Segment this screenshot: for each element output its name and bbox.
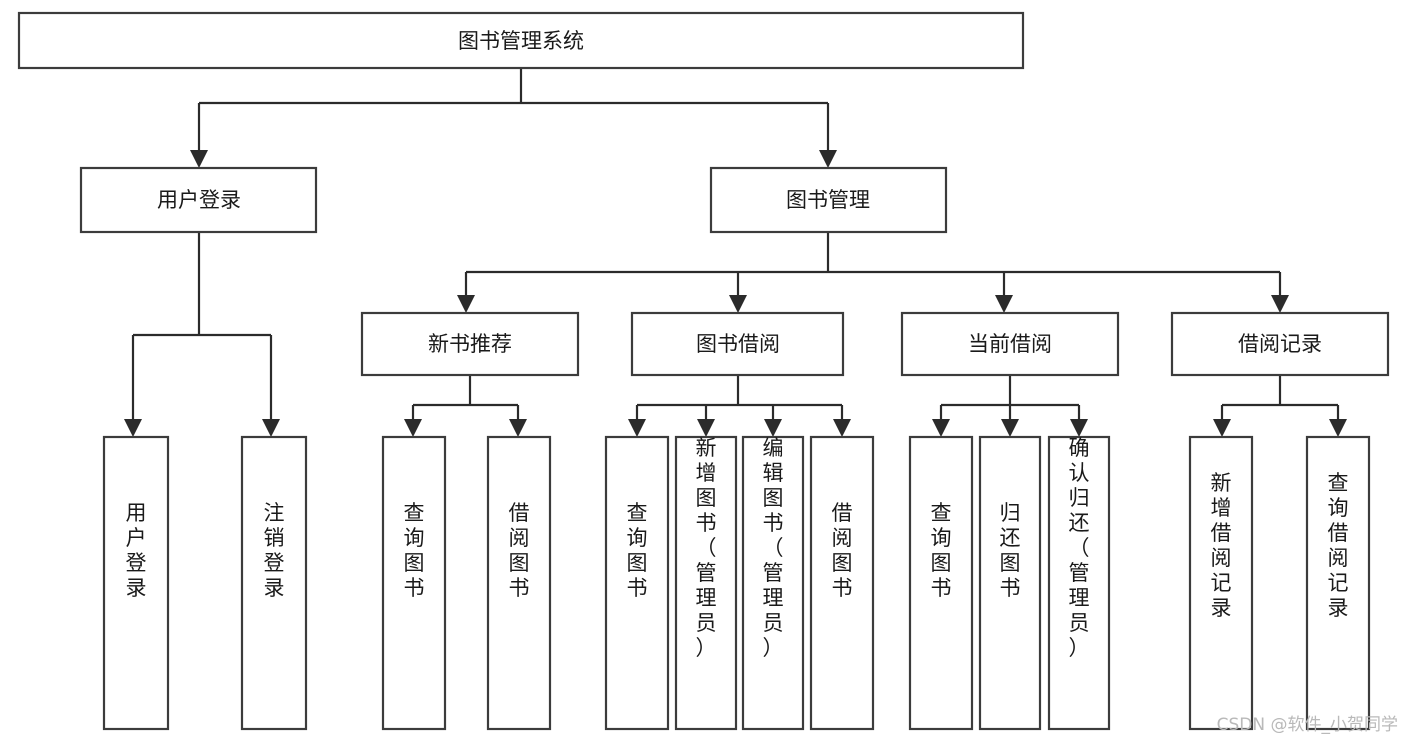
node-leaf-user-login-label: 用户登录 bbox=[126, 501, 147, 600]
node-leaf-user-login-box[interactable] bbox=[102, 435, 170, 731]
node-root[interactable]: 图书管理系统 bbox=[17, 11, 1025, 70]
node-book-borrow-label: 图书借阅 bbox=[696, 332, 780, 356]
node-leaf-query-book-2[interactable]: 查询图书 bbox=[604, 435, 670, 731]
arrow-head-new-book-recommend bbox=[457, 295, 475, 313]
node-current-borrow-label: 当前借阅 bbox=[968, 332, 1052, 356]
node-leaf-borrow-book-1-label: 借阅图书 bbox=[509, 501, 530, 600]
arrow-head-leaf-query-borrow-record bbox=[1329, 419, 1347, 437]
node-leaf-query-book-2-label: 查询图书 bbox=[627, 501, 648, 600]
node-leaf-logout-login[interactable]: 注销登录 bbox=[240, 435, 308, 731]
node-leaf-confirm-return-box[interactable] bbox=[1047, 435, 1111, 731]
node-root-label: 图书管理系统 bbox=[458, 29, 584, 53]
node-leaf-return-book-label: 归还图书 bbox=[1000, 501, 1021, 600]
node-leaf-query-book-3-label: 查询图书 bbox=[931, 501, 952, 600]
node-leaf-add-book[interactable]: 新增图书（管理员） bbox=[674, 435, 738, 731]
node-borrow-record-box[interactable] bbox=[1170, 311, 1390, 377]
node-current-borrow-box[interactable] bbox=[900, 311, 1120, 377]
node-current-borrow[interactable]: 当前借阅 bbox=[900, 311, 1120, 377]
node-leaf-query-book-1[interactable]: 查询图书 bbox=[381, 435, 447, 731]
node-leaf-user-login[interactable]: 用户登录 bbox=[102, 435, 170, 731]
arrow-head-leaf-confirm-return bbox=[1070, 419, 1088, 437]
node-leaf-query-book-1-label: 查询图书 bbox=[404, 501, 425, 600]
arrow-head-leaf-query-book-3 bbox=[932, 419, 950, 437]
arrow-head-current-borrow bbox=[995, 295, 1013, 313]
connector-layer bbox=[124, 68, 1347, 437]
node-leaf-query-book-2-box[interactable] bbox=[604, 435, 670, 731]
node-leaf-return-book-box[interactable] bbox=[978, 435, 1042, 731]
arrow-head-leaf-borrow-book-1 bbox=[509, 419, 527, 437]
arrow-head-leaf-edit-book bbox=[764, 419, 782, 437]
arrow-head-leaf-add-book bbox=[697, 419, 715, 437]
node-leaf-borrow-book-2[interactable]: 借阅图书 bbox=[809, 435, 875, 731]
arrow-head-leaf-logout-login bbox=[262, 419, 280, 437]
node-borrow-record-label: 借阅记录 bbox=[1238, 332, 1322, 356]
node-leaf-add-book-box[interactable] bbox=[674, 435, 738, 731]
node-leaf-borrow-book-2-box[interactable] bbox=[809, 435, 875, 731]
node-leaf-edit-book-box[interactable] bbox=[741, 435, 805, 731]
node-leaf-borrow-book-1[interactable]: 借阅图书 bbox=[486, 435, 552, 731]
node-root-box[interactable] bbox=[17, 11, 1025, 70]
node-book-borrow[interactable]: 图书借阅 bbox=[630, 311, 845, 377]
node-leaf-query-book-1-box[interactable] bbox=[381, 435, 447, 731]
node-new-book-recommend-box[interactable] bbox=[360, 311, 580, 377]
node-leaf-add-borrow-record-label: 新增借阅记录 bbox=[1211, 471, 1232, 620]
node-new-book-recommend[interactable]: 新书推荐 bbox=[360, 311, 580, 377]
arrow-head-book-borrow bbox=[729, 295, 747, 313]
node-leaf-add-book-label: 新增图书（管理员） bbox=[696, 436, 717, 660]
node-leaf-borrow-book-2-label: 借阅图书 bbox=[832, 501, 853, 600]
node-leaf-query-borrow-record-label: 查询借阅记录 bbox=[1328, 471, 1349, 620]
node-book-borrow-box[interactable] bbox=[630, 311, 845, 377]
node-borrow-record[interactable]: 借阅记录 bbox=[1170, 311, 1390, 377]
node-leaf-add-borrow-record-box[interactable] bbox=[1188, 435, 1254, 731]
node-leaf-logout-login-box[interactable] bbox=[240, 435, 308, 731]
node-leaf-query-book-3-box[interactable] bbox=[908, 435, 974, 731]
node-leaf-confirm-return[interactable]: 确认归还（管理员） bbox=[1047, 435, 1111, 731]
leaf-nodes-layer: 用户登录 注销登录 查询图书 借阅图书 查询图书 新增图书（管理员） 编辑图书（… bbox=[102, 435, 1371, 731]
arrow-head-leaf-borrow-book-2 bbox=[833, 419, 851, 437]
arrow-head-leaf-query-book-2 bbox=[628, 419, 646, 437]
node-leaf-query-book-3[interactable]: 查询图书 bbox=[908, 435, 974, 731]
node-leaf-query-borrow-record[interactable]: 查询借阅记录 bbox=[1305, 435, 1371, 731]
arrow-head-book-management bbox=[819, 150, 837, 168]
node-leaf-query-borrow-record-box[interactable] bbox=[1305, 435, 1371, 731]
arrow-head-leaf-add-borrow-record bbox=[1213, 419, 1231, 437]
node-book-management-box[interactable] bbox=[709, 166, 948, 234]
arrow-head-leaf-query-book-1 bbox=[404, 419, 422, 437]
node-book-management-label: 图书管理 bbox=[786, 188, 870, 212]
node-leaf-confirm-return-label: 确认归还（管理员） bbox=[1069, 436, 1090, 660]
node-book-management[interactable]: 图书管理 bbox=[709, 166, 948, 234]
arrow-head-leaf-return-book bbox=[1001, 419, 1019, 437]
arrow-head-leaf-user-login bbox=[124, 419, 142, 437]
node-leaf-return-book[interactable]: 归还图书 bbox=[978, 435, 1042, 731]
node-leaf-add-borrow-record[interactable]: 新增借阅记录 bbox=[1188, 435, 1254, 731]
node-leaf-edit-book-label: 编辑图书（管理员） bbox=[763, 436, 784, 660]
node-new-book-recommend-label: 新书推荐 bbox=[428, 332, 512, 356]
node-user-login-label: 用户登录 bbox=[157, 188, 241, 212]
arrow-head-borrow-record bbox=[1271, 295, 1289, 313]
node-user-login-box[interactable] bbox=[79, 166, 318, 234]
node-leaf-edit-book[interactable]: 编辑图书（管理员） bbox=[741, 435, 805, 731]
node-leaf-borrow-book-1-box[interactable] bbox=[486, 435, 552, 731]
node-leaf-logout-login-label: 注销登录 bbox=[264, 501, 285, 600]
arrow-head-user-login bbox=[190, 150, 208, 168]
csdn-watermark: CSDN @软件_小贺同学 bbox=[1217, 715, 1398, 735]
node-user-login[interactable]: 用户登录 bbox=[79, 166, 318, 234]
